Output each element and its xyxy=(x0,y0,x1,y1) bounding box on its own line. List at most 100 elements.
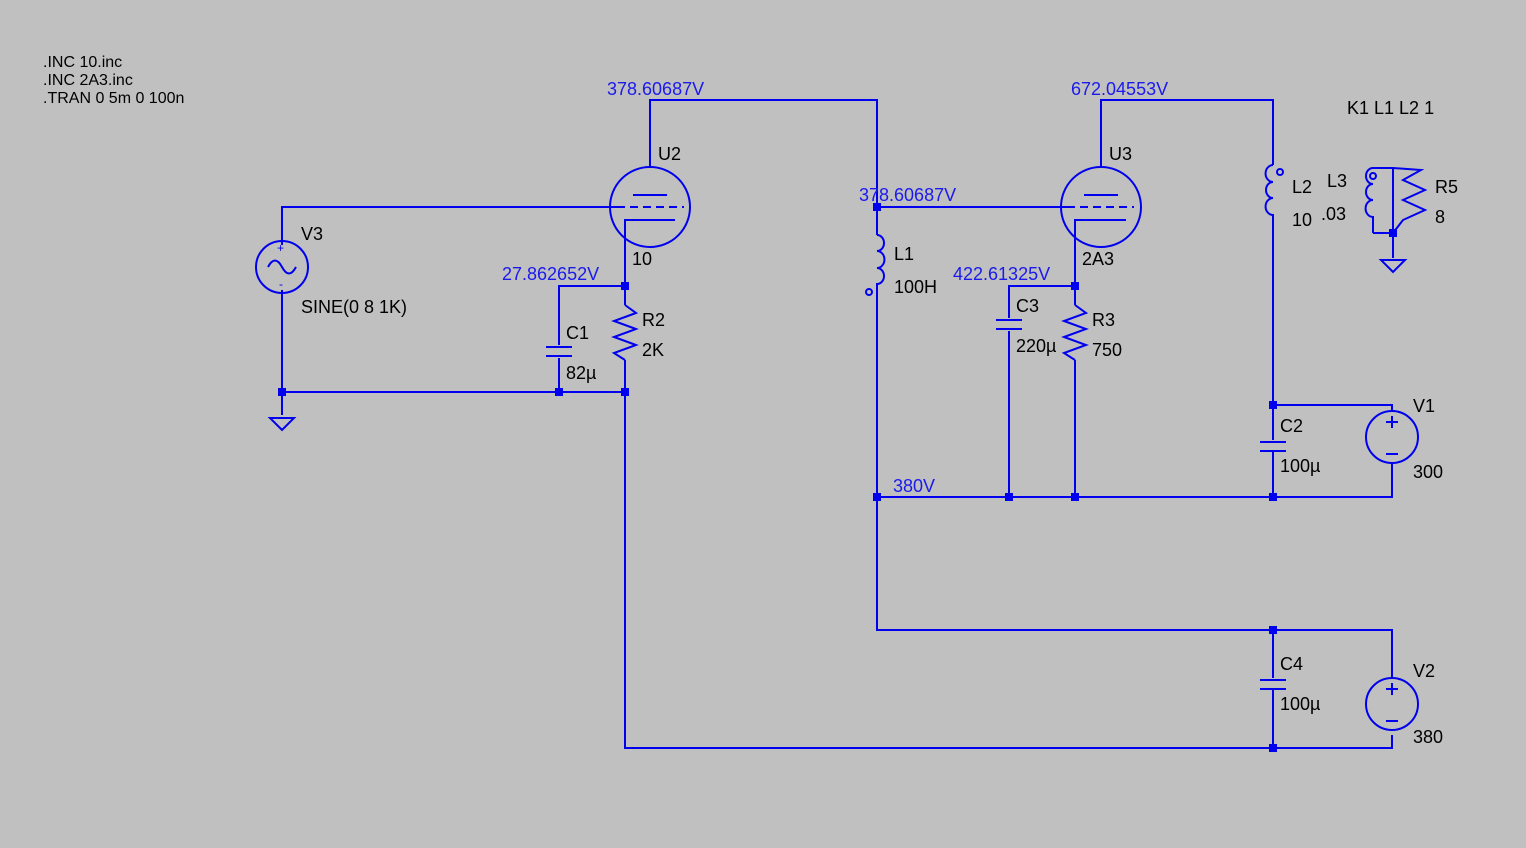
capacitor-c4[interactable] xyxy=(1260,679,1286,690)
tube-cathode xyxy=(624,219,675,240)
dc-source-v2[interactable] xyxy=(1365,677,1419,731)
sine-icon xyxy=(267,259,297,275)
u3-value: 2A3 xyxy=(1082,249,1114,269)
wire-l1-to-v2[interactable] xyxy=(876,302,1393,678)
coupling-directive[interactable]: K1 L1 L2 1 xyxy=(1347,98,1434,118)
inductor-coil xyxy=(1364,167,1374,233)
l3-ref: L3 xyxy=(1327,171,1347,191)
u2-ref: U2 xyxy=(658,144,681,164)
r5-value: 8 xyxy=(1435,207,1445,227)
u2-value: 10 xyxy=(632,249,652,269)
resistor-r2[interactable] xyxy=(611,304,639,361)
v2-ref: V2 xyxy=(1413,661,1435,681)
c1-ref: C1 xyxy=(566,323,589,343)
junction-dot xyxy=(1269,493,1277,501)
capacitor-c1[interactable] xyxy=(546,346,572,357)
r2-value: 2K xyxy=(642,340,664,360)
wire-bottom-rail[interactable] xyxy=(624,392,1393,749)
tube-u2[interactable] xyxy=(609,166,691,248)
voltage-u3-cathode[interactable]: 422.61325V xyxy=(953,264,1050,284)
voltage-u2-plate[interactable]: 378.60687V xyxy=(607,79,704,99)
minus-icon: - xyxy=(279,277,283,291)
wires xyxy=(281,99,1394,749)
l1-value: 100H xyxy=(894,277,937,297)
directive-inc-10[interactable]: .INC 10.inc xyxy=(43,54,122,71)
wire-supply-bus[interactable] xyxy=(877,462,1393,498)
c2-ref: C2 xyxy=(1280,416,1303,436)
voltage-supply[interactable]: 380V xyxy=(893,476,935,496)
junction-dot xyxy=(621,282,629,290)
junction-dot xyxy=(621,388,629,396)
voltage-u3-plate[interactable]: 672.04553V xyxy=(1071,79,1168,99)
source-body xyxy=(1365,677,1419,731)
source-body xyxy=(1365,410,1419,464)
dot-icon xyxy=(1276,168,1284,176)
wire-l2-to-v1[interactable] xyxy=(1272,232,1393,412)
r3-value: 750 xyxy=(1092,340,1122,360)
tube-envelope xyxy=(1060,166,1142,248)
sine-source-v3[interactable]: + - xyxy=(255,240,309,294)
resistor-r3[interactable] xyxy=(1061,304,1089,361)
l1-ref: L1 xyxy=(894,244,914,264)
v2-value: 380 xyxy=(1413,727,1443,747)
plus-icon: + xyxy=(277,241,284,255)
r3-ref: R3 xyxy=(1092,310,1115,330)
v1-value: 300 xyxy=(1413,462,1443,482)
c4-value: 100µ xyxy=(1280,694,1320,714)
wire-l3-r5[interactable] xyxy=(1373,167,1394,234)
c3-value: 220µ xyxy=(1016,336,1056,356)
inductor-l3[interactable] xyxy=(1364,167,1377,233)
tube-u3[interactable] xyxy=(1060,166,1142,248)
dot-icon xyxy=(865,288,873,296)
source-body xyxy=(255,240,309,294)
junction-dot xyxy=(278,388,286,396)
c1-value: 82µ xyxy=(566,363,596,383)
inductor-l1[interactable] xyxy=(865,234,886,302)
ground-icon xyxy=(267,417,297,432)
junction-dot xyxy=(1269,626,1277,634)
c4-ref: C4 xyxy=(1280,654,1303,674)
v3-value: SINE(0 8 1K) xyxy=(301,297,407,317)
junction-dot xyxy=(1269,744,1277,752)
voltage-u3-grid[interactable]: 378.60687V xyxy=(859,185,956,205)
v3-ref: V3 xyxy=(301,224,323,244)
tube-envelope xyxy=(609,166,691,248)
directive-tran[interactable]: .TRAN 0 5m 0 100n xyxy=(43,90,184,107)
junction-dot xyxy=(1005,493,1013,501)
junction-dot xyxy=(1269,401,1277,409)
resistor-r5[interactable] xyxy=(1392,167,1428,234)
wire-v3-grid[interactable] xyxy=(281,206,617,245)
wire-c3-top[interactable] xyxy=(1008,285,1075,318)
inductor-coil xyxy=(1264,164,1274,232)
l3-value: .03 xyxy=(1321,204,1346,224)
inductor-l2[interactable] xyxy=(1264,164,1284,232)
dot-icon xyxy=(1369,172,1377,180)
wire-c1-top[interactable] xyxy=(558,285,625,345)
voltage-u2-cathode[interactable]: 27.862652V xyxy=(502,264,599,284)
dc-source-v1[interactable] xyxy=(1365,410,1419,464)
junctions xyxy=(278,203,1397,752)
wire-u2-plate[interactable] xyxy=(649,99,878,235)
u3-ref: U3 xyxy=(1109,144,1132,164)
junction-dot xyxy=(1071,282,1079,290)
c3-ref: C3 xyxy=(1016,296,1039,316)
directive-inc-2a3[interactable]: .INC 2A3.inc xyxy=(43,72,133,89)
r5-ref: R5 xyxy=(1435,177,1458,197)
v1-ref: V1 xyxy=(1413,396,1435,416)
capacitor-c2[interactable] xyxy=(1260,441,1286,452)
r2-ref: R2 xyxy=(642,310,665,330)
c2-value: 100µ xyxy=(1280,456,1320,476)
l2-value: 10 xyxy=(1292,210,1312,230)
wire-u3-plate[interactable] xyxy=(1100,99,1274,167)
l2-ref: L2 xyxy=(1292,177,1312,197)
ground-icon xyxy=(1378,259,1408,274)
junction-dot xyxy=(1071,493,1079,501)
capacitor-c3[interactable] xyxy=(996,319,1022,330)
junction-dot xyxy=(555,388,563,396)
inductor-coil xyxy=(876,234,886,302)
tube-cathode xyxy=(1074,219,1126,240)
junction-dot xyxy=(873,203,881,211)
junction-dot xyxy=(873,493,881,501)
